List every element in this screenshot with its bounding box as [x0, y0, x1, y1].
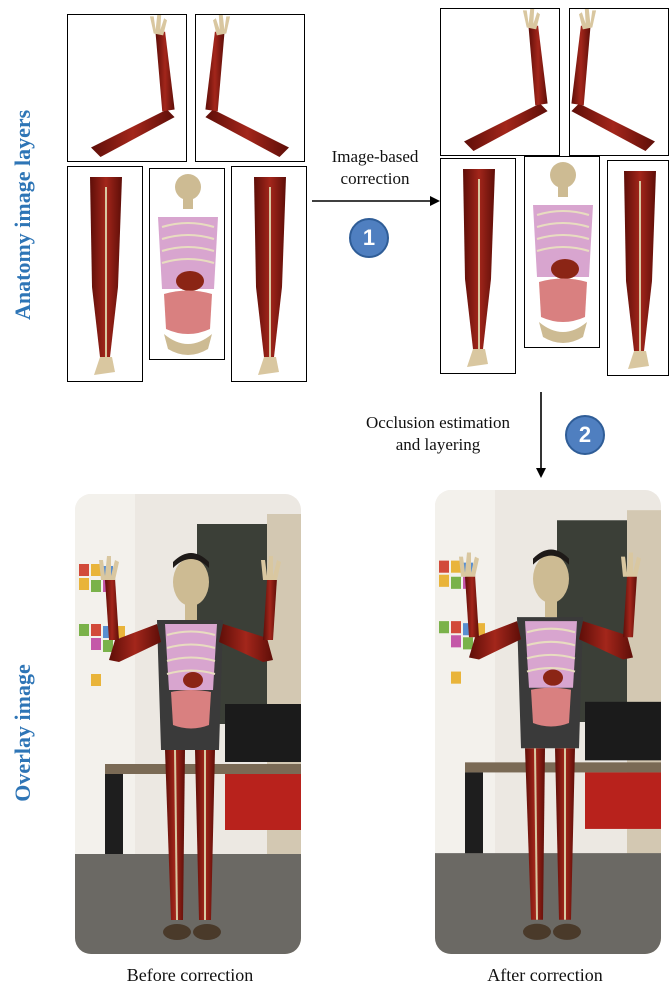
anatomy-layers-label: Anatomy image layers [8, 120, 38, 320]
right-arm-layer-box [195, 14, 305, 162]
corrected-torso-image [525, 157, 599, 347]
corrected-arm-image-2 [570, 9, 668, 155]
step1-line1: Image-based [312, 146, 438, 168]
left-leg-layer-box [67, 166, 143, 382]
corrected-arm-image-1 [441, 9, 559, 155]
overlay-before-image [75, 494, 301, 954]
step2-line2: and layering [338, 434, 538, 456]
corrected-right-leg-image [608, 161, 668, 375]
corrected-right-leg-layer-box [607, 160, 669, 376]
corrected-arm-layer-box-1 [440, 8, 560, 156]
before-caption: Before correction [75, 965, 305, 986]
overlay-after-image [435, 490, 661, 954]
right-leg-layer-box [231, 166, 307, 382]
right-arm-layer-image [68, 15, 186, 161]
corrected-torso-layer-box [524, 156, 600, 348]
torso-layer-box [149, 168, 225, 360]
corrected-arm-layer-box-2 [569, 8, 669, 156]
after-caption: After correction [430, 965, 660, 986]
right-leg-layer-image [232, 167, 306, 381]
torso-layer-image [150, 169, 224, 359]
corrected-left-leg-image [441, 159, 515, 373]
step1-arrow [312, 194, 442, 208]
step2-arrow [534, 392, 548, 480]
left-arm-layer-box [67, 14, 187, 162]
step2-line1: Occlusion estimation [338, 412, 538, 434]
overlay-image-label: Overlay image [8, 663, 38, 803]
left-arm-layer-image [196, 15, 304, 161]
step2-text: Occlusion estimation and layering [338, 412, 538, 456]
step1-text: Image-based correction [312, 146, 438, 190]
step1-line2: correction [312, 168, 438, 190]
step1-badge: 1 [349, 218, 389, 258]
left-leg-layer-image [68, 167, 142, 381]
step2-badge: 2 [565, 415, 605, 455]
corrected-left-leg-layer-box [440, 158, 516, 374]
